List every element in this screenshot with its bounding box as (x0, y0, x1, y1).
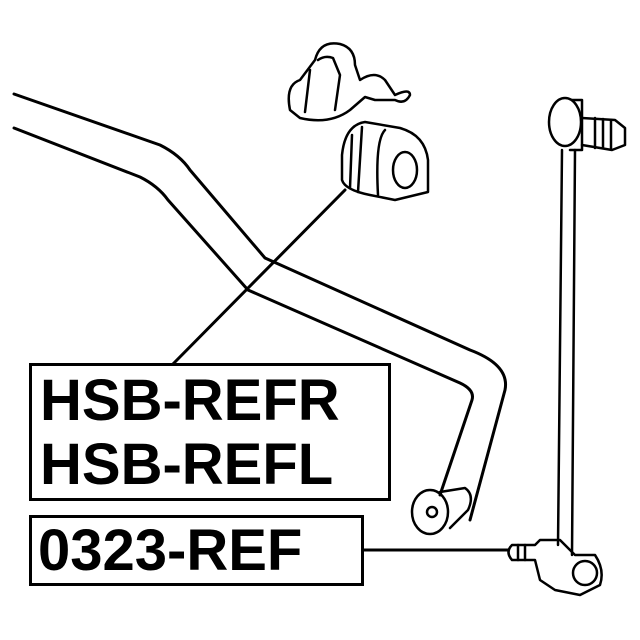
part-number-hsb-refl: HSB-REFL (40, 432, 334, 497)
leader-line-bushing (170, 188, 347, 367)
bushing (340, 120, 430, 202)
leader-lines (170, 188, 510, 552)
stabilizer-link (507, 96, 627, 597)
bushing-bracket (287, 42, 412, 122)
part-number-0323-ref: 0323-REF (38, 518, 303, 583)
link-label-box (29, 515, 364, 586)
part-number-hsb-refr: HSB-REFR (40, 368, 340, 433)
bushing-label-box (29, 363, 391, 501)
bar-end-eye (410, 486, 473, 536)
